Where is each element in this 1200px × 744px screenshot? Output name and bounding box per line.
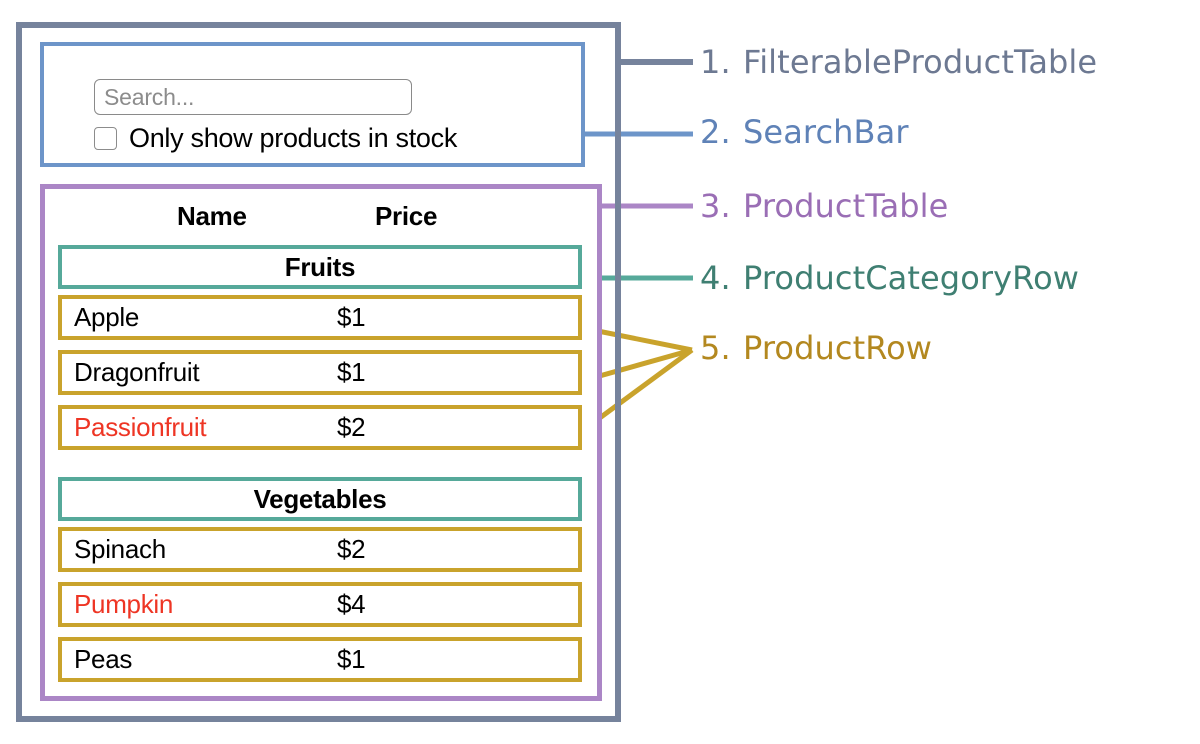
product-row: Dragonfruit $1	[58, 350, 582, 395]
legend-item-product-row: 5. ProductRow	[700, 332, 932, 364]
product-row: Peas $1	[58, 637, 582, 682]
product-table-body: Name Price Fruits Apple $1 Dragonfruit $…	[45, 189, 597, 696]
product-category-row: Vegetables	[58, 477, 582, 521]
product-table-frame: Name Price Fruits Apple $1 Dragonfruit $…	[40, 184, 602, 701]
legend-number: 2.	[700, 113, 731, 151]
search-bar-frame: Search... Only show products in stock	[40, 42, 585, 167]
search-input[interactable]: Search...	[94, 79, 412, 115]
product-category-row: Fruits	[58, 245, 582, 289]
product-price: $4	[337, 588, 366, 619]
product-row: Passionfruit $2	[58, 405, 582, 450]
legend-item-search-bar: 2. SearchBar	[700, 116, 909, 148]
legend-name: FilterableProductTable	[743, 43, 1098, 81]
legend-name: ProductCategoryRow	[743, 259, 1080, 297]
product-name: Dragonfruit	[74, 356, 200, 387]
product-row: Pumpkin $4	[58, 582, 582, 627]
checkbox-unchecked-icon[interactable]	[94, 127, 117, 150]
product-row: Apple $1	[58, 295, 582, 340]
legend-number: 5.	[700, 329, 731, 367]
product-category-label: Fruits	[284, 251, 356, 282]
legend-number: 4.	[700, 259, 731, 297]
in-stock-filter-label: Only show products in stock	[129, 123, 458, 153]
legend-number: 1.	[700, 43, 731, 81]
product-name-out-of-stock: Passionfruit	[74, 411, 207, 442]
legend-number: 3.	[700, 187, 731, 225]
legend-item-product-category-row: 4. ProductCategoryRow	[700, 262, 1079, 294]
legend-name: SearchBar	[743, 113, 909, 151]
product-price: $2	[337, 533, 366, 564]
product-price: $2	[337, 411, 366, 442]
product-name: Spinach	[74, 533, 166, 564]
in-stock-filter-row[interactable]: Only show products in stock	[94, 123, 457, 154]
product-category-label: Vegetables	[253, 483, 387, 514]
column-header-price: Price	[375, 201, 438, 231]
legend-name: ProductRow	[743, 329, 933, 367]
product-name: Peas	[74, 643, 133, 674]
search-input-placeholder: Search...	[104, 83, 195, 110]
column-header-name: Name	[177, 201, 247, 231]
product-price: $1	[337, 356, 366, 387]
product-name-out-of-stock: Pumpkin	[74, 588, 174, 619]
product-row: Spinach $2	[58, 527, 582, 572]
filterable-product-table-frame	[16, 22, 621, 722]
product-price: $1	[337, 301, 366, 332]
legend-item-filterable-product-table: 1. FilterableProductTable	[700, 46, 1097, 78]
legend-name: ProductTable	[743, 187, 949, 225]
legend-item-product-table: 3. ProductTable	[700, 190, 948, 222]
product-price: $1	[337, 643, 366, 674]
product-name: Apple	[74, 301, 139, 332]
